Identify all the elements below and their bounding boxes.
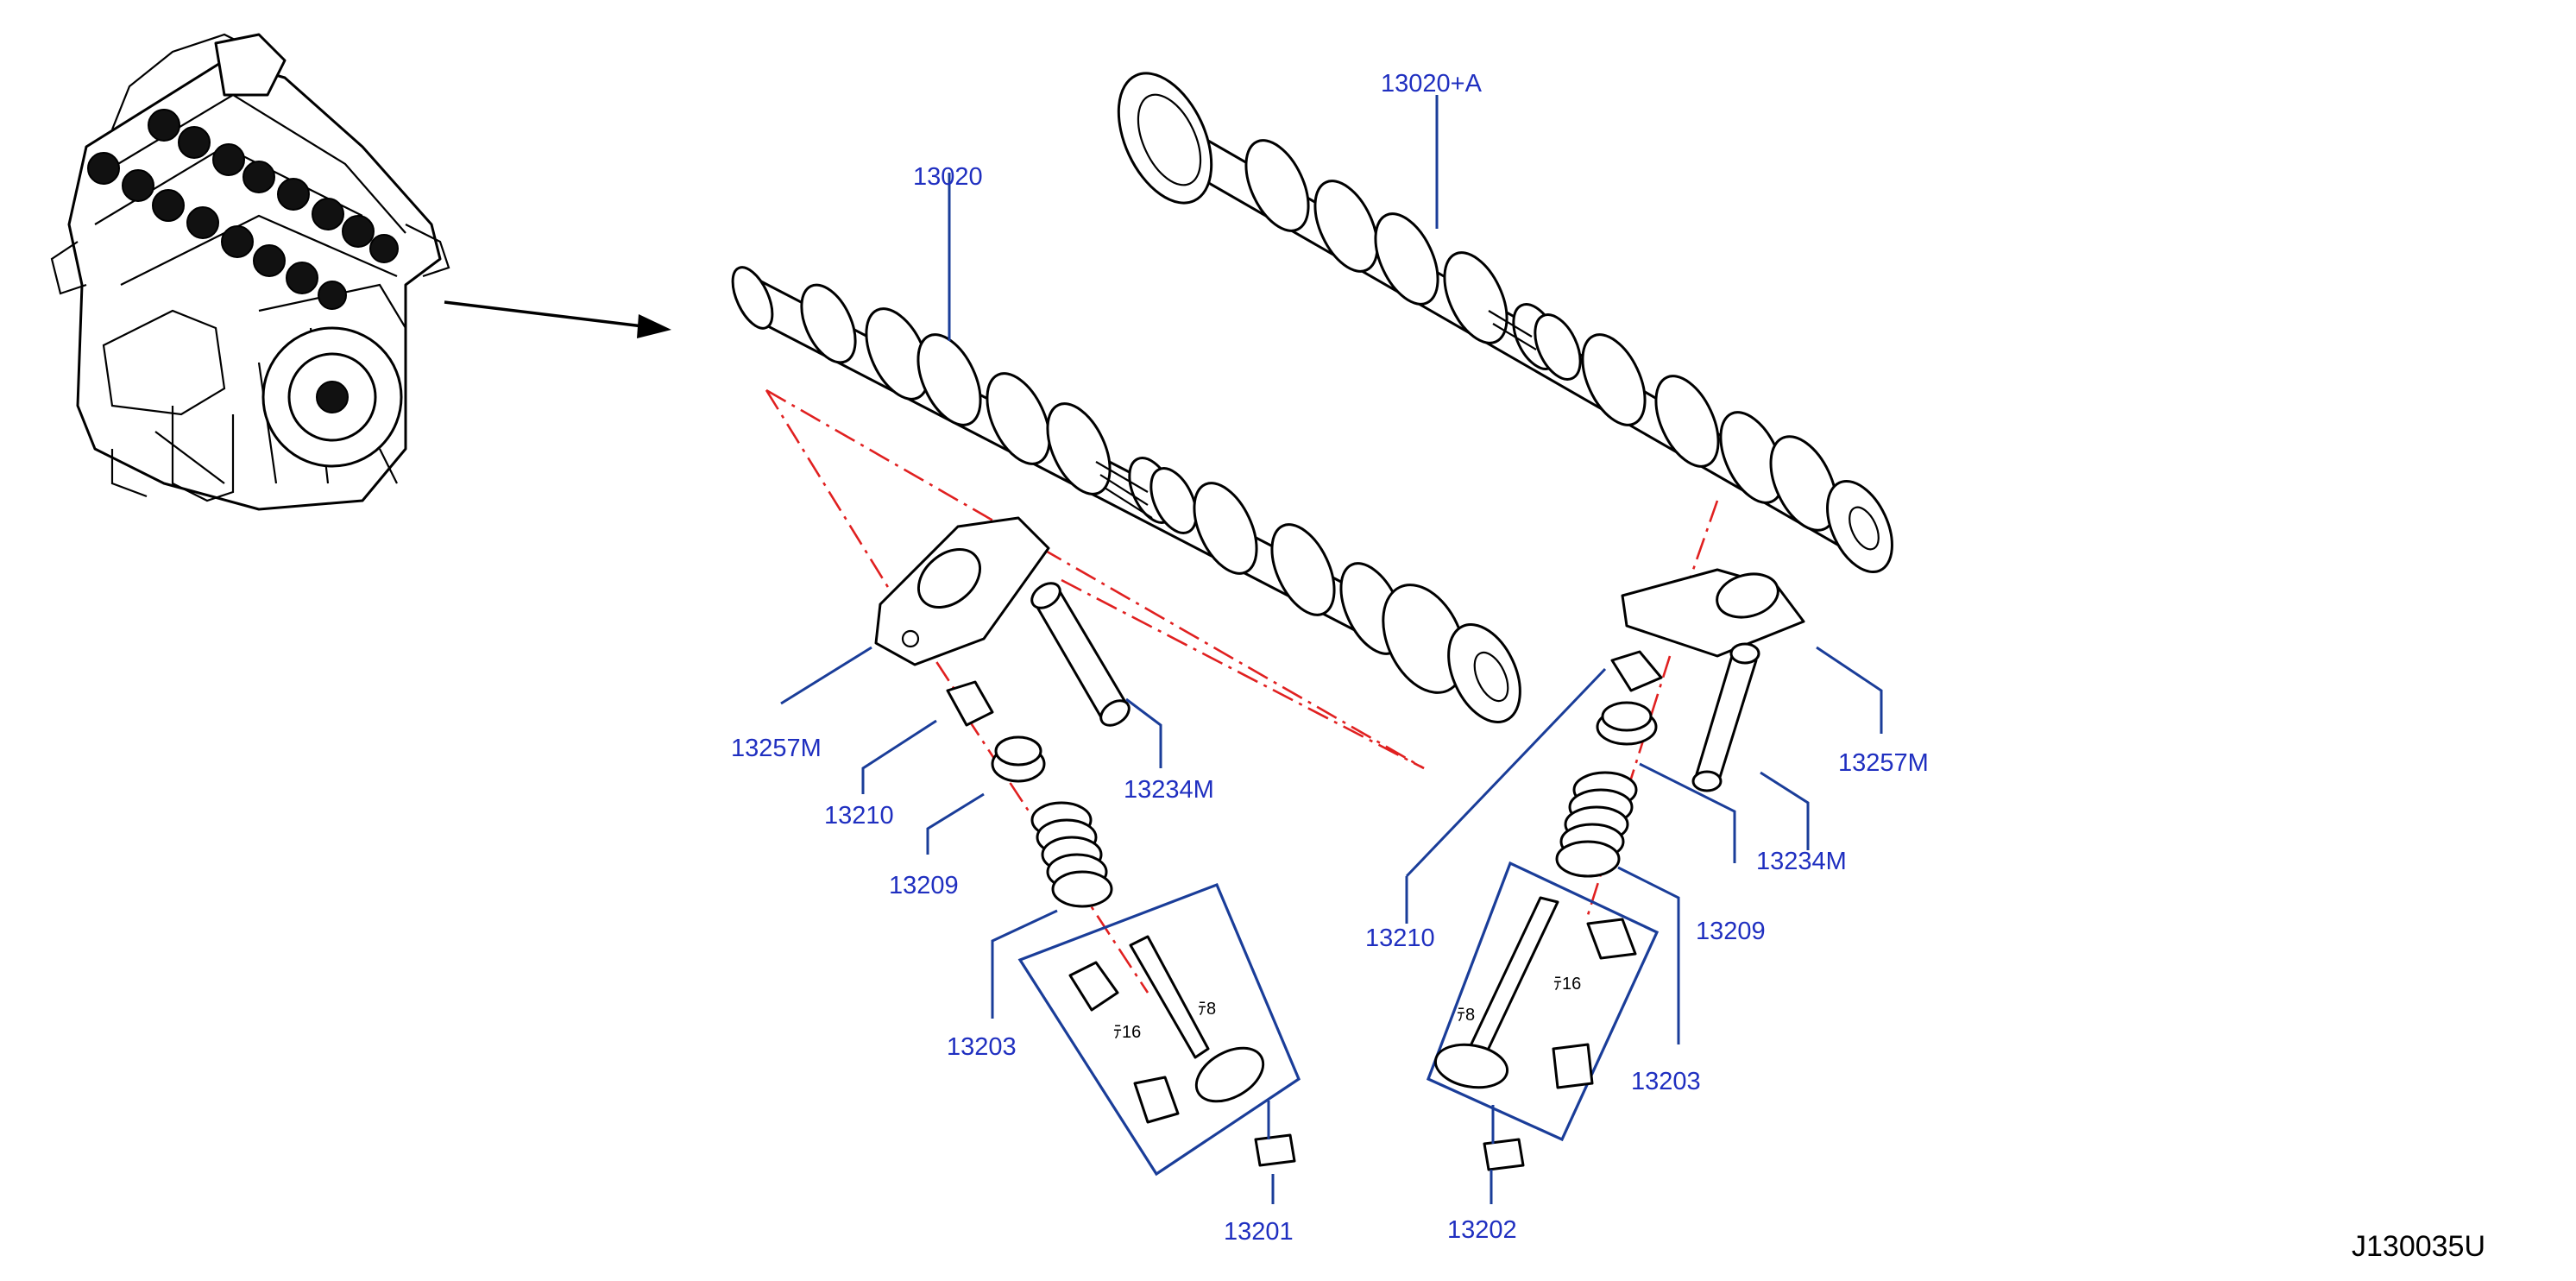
- right-valve-kit-box: [1426, 861, 1660, 1171]
- callout-lash-adjuster-left: 13234M: [1124, 776, 1214, 804]
- callout-exhaust-camshaft: 13020: [913, 163, 983, 191]
- left-rocker-arm: [874, 516, 1050, 666]
- note-left-seat: ﾃ16: [1113, 1023, 1141, 1042]
- right-valve-spring: [1555, 771, 1638, 878]
- note-right-stem: ﾃ8: [1457, 1006, 1475, 1025]
- right-valve-collet: [1610, 650, 1663, 692]
- left-lash-adjuster: [1030, 582, 1131, 727]
- callout-exhaust-valve: 13201: [1224, 1218, 1294, 1246]
- note-left-stem: ﾃ8: [1198, 1000, 1216, 1019]
- callout-intake-valve: 13202: [1447, 1216, 1517, 1244]
- left-valve-kit-box: [1017, 882, 1301, 1177]
- exhaust-camshaft: [731, 266, 1521, 723]
- drawing-code: J130035U: [2352, 1230, 2485, 1263]
- assembly-axis-lines: [765, 388, 1719, 994]
- note-right-seat: ﾃ16: [1553, 975, 1581, 994]
- left-spring-retainer: [991, 735, 1046, 783]
- engine-cam-lobe-row: [87, 109, 399, 310]
- engine-assembly-illustration: [50, 33, 450, 511]
- leader-lines: [780, 95, 1883, 1204]
- callout-lash-adjuster-right: 13234M: [1756, 848, 1847, 875]
- left-valve-spring: [1030, 801, 1113, 908]
- callout-rocker-right: 13257M: [1838, 749, 1929, 777]
- direction-arrow: [444, 300, 671, 338]
- right-rocker-arm: [1621, 568, 1805, 658]
- right-spring-retainer: [1596, 701, 1658, 746]
- callout-retainer-left: 13210: [824, 802, 894, 830]
- left-valve-collet: [946, 680, 994, 727]
- callout-spring-left: 13209: [889, 872, 959, 899]
- callout-valve-kit-right: 13203: [1631, 1068, 1701, 1095]
- callout-intake-camshaft: 13020+A: [1381, 70, 1483, 98]
- callout-labels: 13020 13020+A 13257M 13257M 13210 13210 …: [731, 70, 1929, 1246]
- right-lash-adjuster: [1691, 642, 1760, 792]
- kit-notes: ﾃ8 ﾃ16 ﾃ8 ﾃ16: [1113, 975, 1581, 1042]
- callout-spring-right: 13209: [1696, 918, 1766, 945]
- callout-valve-kit-left: 13203: [947, 1033, 1017, 1061]
- intake-camshaft: [1117, 72, 1893, 574]
- callout-retainer-right: 13210: [1365, 924, 1435, 952]
- callout-rocker-left: 13257M: [731, 735, 822, 762]
